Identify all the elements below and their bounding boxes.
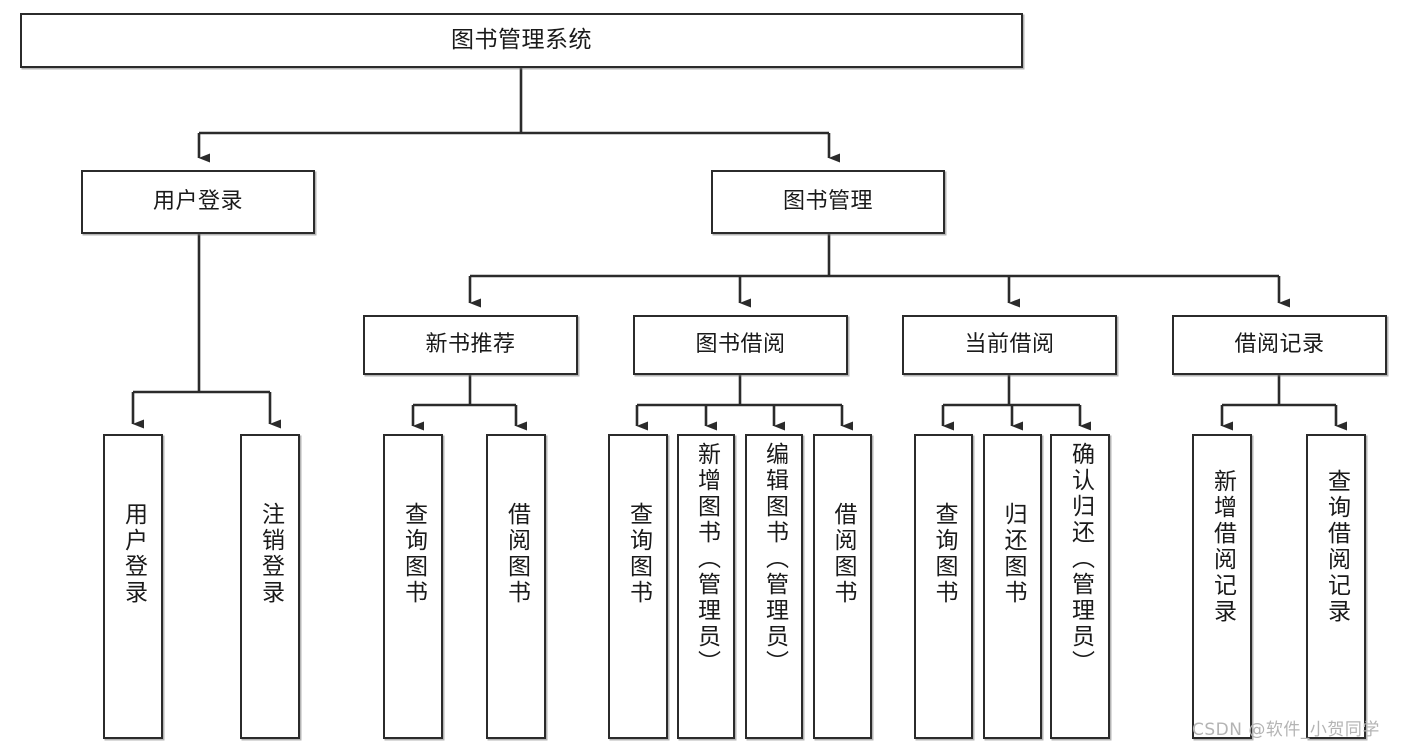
node-borrow-record[interactable]: 借阅记录 bbox=[1172, 315, 1387, 375]
node-label: 查询图书 bbox=[400, 502, 427, 606]
node-label: 借阅记录 bbox=[1234, 331, 1325, 357]
leaf-recommend-query-book[interactable]: 查询图书 bbox=[383, 434, 443, 739]
leaf-user-login-signout[interactable]: 注销登录 bbox=[240, 434, 300, 739]
node-user-login[interactable]: 用户登录 bbox=[81, 170, 315, 234]
node-new-book-recommend[interactable]: 新书推荐 bbox=[363, 315, 578, 375]
node-label: 新增借阅记录 bbox=[1209, 469, 1236, 625]
node-current-borrow[interactable]: 当前借阅 bbox=[902, 315, 1117, 375]
node-root-system[interactable]: 图书管理系统 bbox=[20, 13, 1023, 68]
leaf-record-add-record[interactable]: 新增借阅记录 bbox=[1192, 434, 1252, 739]
csdn-watermark: CSDN @软件_小贺同学 bbox=[1192, 720, 1380, 740]
node-label: 查询图书 bbox=[625, 502, 652, 606]
node-label: 编辑图书（管理员） bbox=[761, 442, 788, 676]
leaf-borrow-edit-book-admin[interactable]: 编辑图书（管理员） bbox=[745, 434, 803, 739]
leaf-recommend-borrow-book[interactable]: 借阅图书 bbox=[486, 434, 546, 739]
node-label: 图书管理 bbox=[782, 188, 873, 214]
node-book-borrow[interactable]: 图书借阅 bbox=[633, 315, 848, 375]
leaf-borrow-add-book-admin[interactable]: 新增图书（管理员） bbox=[677, 434, 735, 739]
node-label: 图书借阅 bbox=[695, 331, 786, 357]
node-label: 查询借阅记录 bbox=[1323, 469, 1350, 625]
node-label: 查询图书 bbox=[931, 502, 957, 606]
node-label: 当前借阅 bbox=[964, 331, 1055, 357]
node-label: 借阅图书 bbox=[503, 502, 530, 606]
leaf-current-return-book[interactable]: 归还图书 bbox=[983, 434, 1042, 739]
leaf-borrow-borrow-book[interactable]: 借阅图书 bbox=[813, 434, 872, 739]
node-label: 新书推荐 bbox=[425, 331, 516, 357]
leaf-borrow-query-book[interactable]: 查询图书 bbox=[608, 434, 668, 739]
leaf-record-query-record[interactable]: 查询借阅记录 bbox=[1306, 434, 1366, 739]
node-label: 确认归还（管理员） bbox=[1067, 442, 1094, 676]
leaf-current-confirm-return-admin[interactable]: 确认归还（管理员） bbox=[1050, 434, 1110, 739]
leaf-current-query-book[interactable]: 查询图书 bbox=[914, 434, 973, 739]
node-label: 归还图书 bbox=[1000, 502, 1026, 606]
leaf-user-login-signin[interactable]: 用户登录 bbox=[103, 434, 163, 739]
node-label: 新增图书（管理员） bbox=[693, 442, 720, 676]
node-label: 借阅图书 bbox=[830, 502, 856, 606]
node-book-management[interactable]: 图书管理 bbox=[711, 170, 945, 234]
node-label: 用户登录 bbox=[152, 188, 243, 214]
node-label: 注销登录 bbox=[257, 502, 284, 606]
node-label: 图书管理系统 bbox=[451, 26, 592, 53]
node-label: 用户登录 bbox=[120, 502, 147, 606]
